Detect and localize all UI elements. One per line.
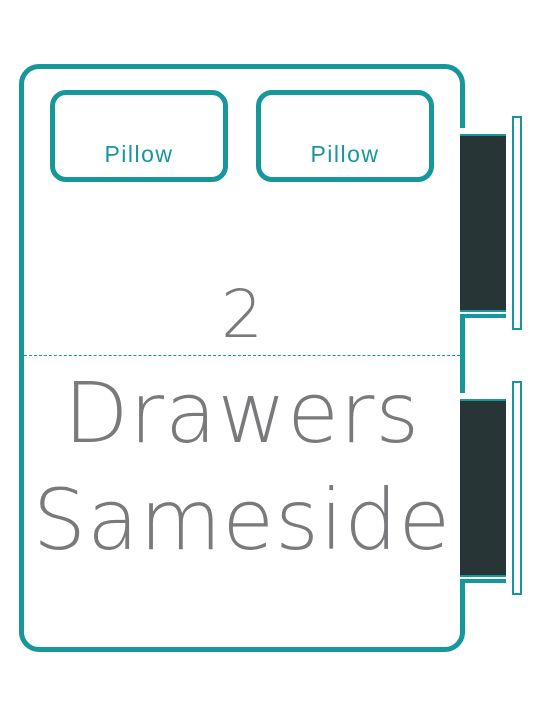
- bed-fold-divider: [24, 355, 460, 356]
- title-line-sameside: Sameside: [32, 471, 452, 569]
- title-line-drawers: Drawers: [63, 364, 421, 462]
- drawer-bottom-body: [460, 393, 506, 583]
- drawer-top-edge-lower: [460, 314, 506, 318]
- drawer-top-body: [460, 128, 506, 318]
- drawer-top-front-panel: [512, 116, 522, 330]
- drawer-bottom-front-panel: [512, 381, 522, 595]
- drawer-bottom-edge-lower: [460, 579, 506, 583]
- drawer-count-text: 2: [221, 276, 263, 353]
- drawer-top: [460, 116, 522, 330]
- pillow-left: Pillow: [50, 90, 228, 182]
- pillow-right-label: Pillow: [310, 141, 380, 167]
- drawer-bottom: [460, 381, 522, 595]
- pillow-left-label: Pillow: [104, 141, 174, 167]
- pillow-right: Pillow: [256, 90, 434, 182]
- bed-outline: Pillow Pillow 2 Drawers Sameside: [19, 64, 465, 652]
